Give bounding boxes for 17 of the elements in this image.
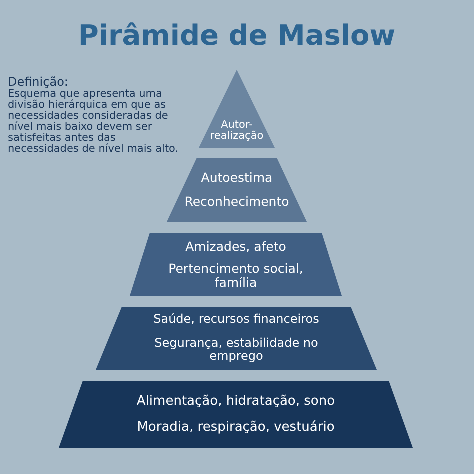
tier-label: Saúde, recursos financeiros: [154, 313, 320, 327]
pyramid-tier: [167, 158, 307, 222]
tier-label: Moradia, respiração, vestuário: [137, 420, 335, 435]
definition-heading: Definição:: [8, 76, 70, 89]
tier-label: Autoestima: [201, 171, 273, 185]
tier-label: Autor- realização: [209, 120, 265, 142]
pyramid-tier: [96, 307, 377, 370]
pyramid-tier: [59, 381, 413, 448]
pyramid-apex: [199, 70, 275, 148]
tier-label: Segurança, estabilidade no emprego: [154, 336, 320, 364]
title: Pirâmide de Maslow: [78, 20, 396, 52]
tier-label: Alimentação, hidratação, sono: [136, 394, 336, 409]
tier-label: Pertencimento social, família: [168, 262, 304, 290]
definition-text: Esquema que apresenta uma divisão hierárquica em que as necessidades consideradas de nível mais baixo devem ser satisfeitas antes das necessidades de nível mais alto.: [8, 89, 180, 155]
tier-label: Reconhecimento: [184, 195, 290, 209]
pyramid-tier: [130, 233, 342, 296]
tier-label: Amizades, afeto: [186, 240, 286, 254]
